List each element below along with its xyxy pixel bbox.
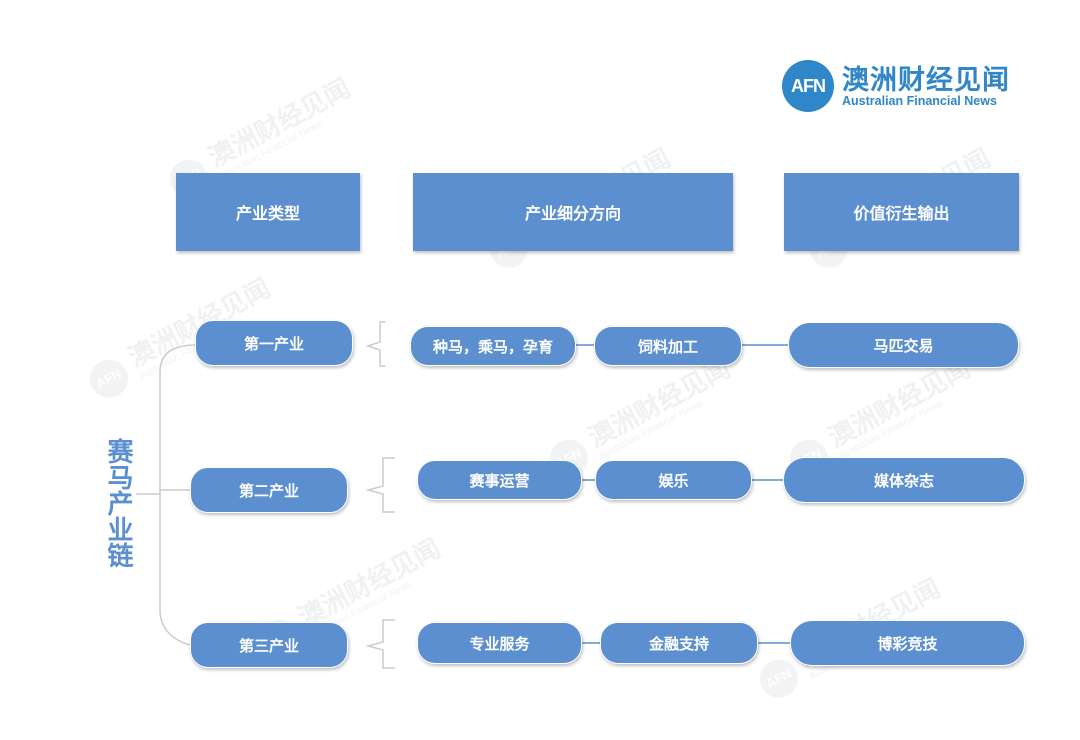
segment-node: 金融支持 (600, 622, 758, 664)
header-value-output: 价值衍生输出 (784, 173, 1019, 251)
industry-type-primary: 第一产业 (195, 320, 353, 366)
root-label: 赛马产业链 (103, 438, 133, 568)
segment-node: 饲料加工 (594, 326, 742, 366)
afn-logo: AFN 澳洲财经见闻 Australian Financial News (782, 56, 1022, 114)
logo-name-cn: 澳洲财经见闻 (842, 65, 1010, 96)
logo-name-en: Australian Financial News (842, 94, 997, 108)
output-node: 马匹交易 (788, 322, 1019, 368)
row2-brace (365, 457, 395, 513)
header-industry-type: 产业类型 (176, 173, 360, 251)
root-bracket (159, 344, 197, 646)
row1-brace (365, 321, 386, 367)
row3-brace (365, 619, 395, 669)
segment-node: 种马，乘马，孕育 (410, 326, 576, 366)
output-node: 媒体杂志 (783, 457, 1025, 503)
output-node: 博彩竞技 (790, 620, 1025, 666)
afn-logo-icon: AFN (782, 60, 834, 112)
segment-node: 专业服务 (417, 622, 582, 664)
segment-node: 娱乐 (595, 460, 752, 500)
header-segment-direction: 产业细分方向 (413, 173, 733, 251)
industry-type-tertiary: 第三产业 (190, 622, 348, 668)
segment-node: 赛事运营 (417, 460, 582, 500)
industry-type-secondary: 第二产业 (190, 467, 348, 513)
